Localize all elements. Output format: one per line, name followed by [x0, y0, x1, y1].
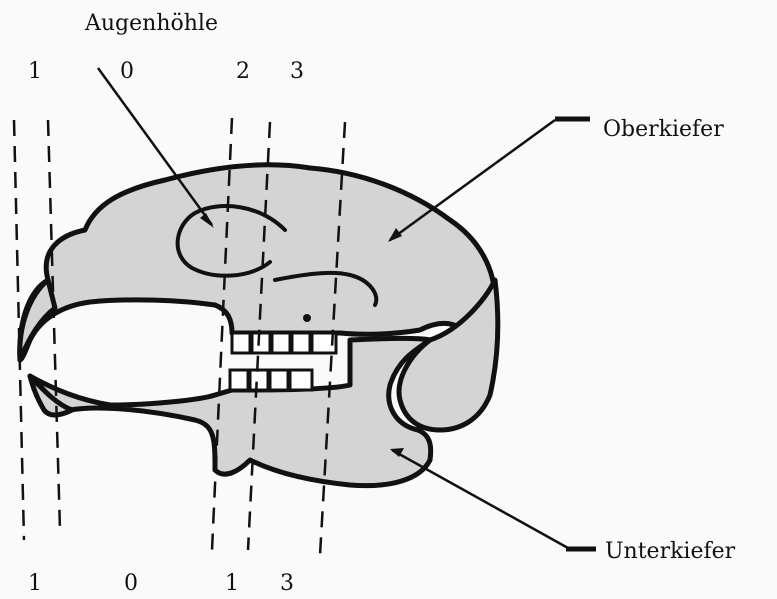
- upper-teeth: [232, 333, 336, 353]
- tooth: [232, 333, 250, 353]
- upper-jaw-label: Oberkiefer: [603, 117, 724, 142]
- upper-skull-shape: [20, 165, 495, 360]
- lower-jaw-arrow: [392, 450, 568, 548]
- lower-jaw-shape: [30, 339, 431, 486]
- foramen-dot: [303, 314, 311, 322]
- bottom-number: 1: [28, 571, 42, 596]
- top-number: 1: [28, 59, 42, 84]
- tooth: [290, 370, 312, 390]
- guide-line: [48, 120, 60, 530]
- top-number: 3: [290, 59, 304, 84]
- bottom-number: 0: [124, 571, 138, 596]
- tooth: [270, 370, 288, 390]
- bottom-number: 3: [280, 571, 294, 596]
- top-number: 2: [236, 59, 250, 84]
- tooth: [292, 333, 310, 353]
- tooth: [230, 370, 248, 390]
- tooth: [252, 333, 270, 353]
- lower-jaw-label: Unterkiefer: [605, 539, 736, 564]
- upper-jaw-arrow: [390, 120, 555, 240]
- eye-socket-label: Augenhöhle: [84, 11, 218, 36]
- top-number: 0: [120, 59, 134, 84]
- tooth: [250, 370, 268, 390]
- upper-incisor: [20, 280, 55, 360]
- bottom-number: 1: [225, 571, 239, 596]
- lower-teeth: [230, 370, 312, 390]
- tooth: [272, 333, 290, 353]
